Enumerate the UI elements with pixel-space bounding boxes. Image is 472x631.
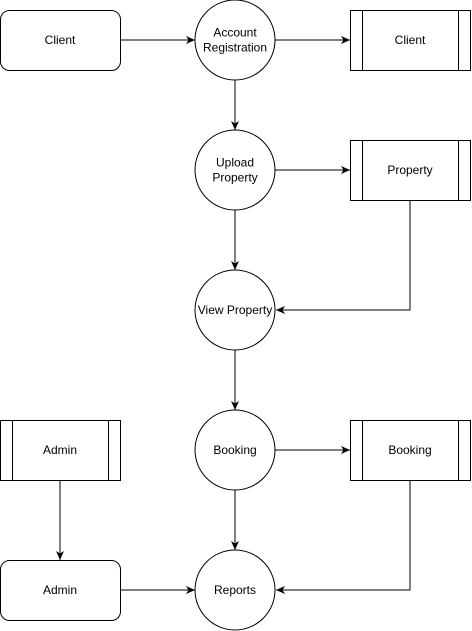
label-line: Property: [387, 163, 432, 177]
edge-property-store-to-view-property: [276, 200, 411, 314]
label-line: Admin: [43, 583, 77, 597]
label-line: Client: [45, 33, 76, 47]
label-line: Reports: [214, 583, 256, 597]
node-admin-store-label: Admin: [43, 443, 77, 457]
label-line: Client: [395, 33, 426, 47]
node-view-property-label: View Property: [198, 303, 272, 317]
label-line: Account: [213, 26, 257, 40]
label-line: Property: [212, 171, 257, 185]
edge-booking-store-to-reports: [276, 480, 411, 594]
node-client-entity: Client: [0, 10, 121, 71]
node-reports-process-label: Reports: [214, 583, 256, 597]
label-line: Admin: [43, 443, 77, 457]
node-property-store: Property: [350, 140, 471, 201]
node-reports-process: Reports: [194, 549, 276, 631]
node-booking-store: Booking: [350, 420, 471, 481]
label-line: Upload: [216, 156, 254, 170]
label-line: Booking: [388, 443, 431, 457]
node-admin-entity-label: Admin: [43, 583, 77, 597]
label-line: Booking: [213, 443, 256, 457]
label-line: Registration: [203, 41, 267, 55]
node-admin-store: Admin: [0, 420, 121, 481]
node-view-property: View Property: [194, 269, 276, 351]
node-client-store-label: Client: [395, 33, 426, 47]
edges-group: [56, 36, 411, 594]
node-booking-process: Booking: [194, 409, 276, 491]
node-client-store: Client: [350, 10, 471, 71]
node-property-store-label: Property: [387, 163, 432, 177]
node-admin-entity: Admin: [0, 560, 121, 621]
node-client-entity-label: Client: [45, 33, 76, 47]
node-booking-process-label: Booking: [213, 443, 256, 457]
node-booking-store-label: Booking: [388, 443, 431, 457]
label-line: View Property: [198, 303, 272, 317]
